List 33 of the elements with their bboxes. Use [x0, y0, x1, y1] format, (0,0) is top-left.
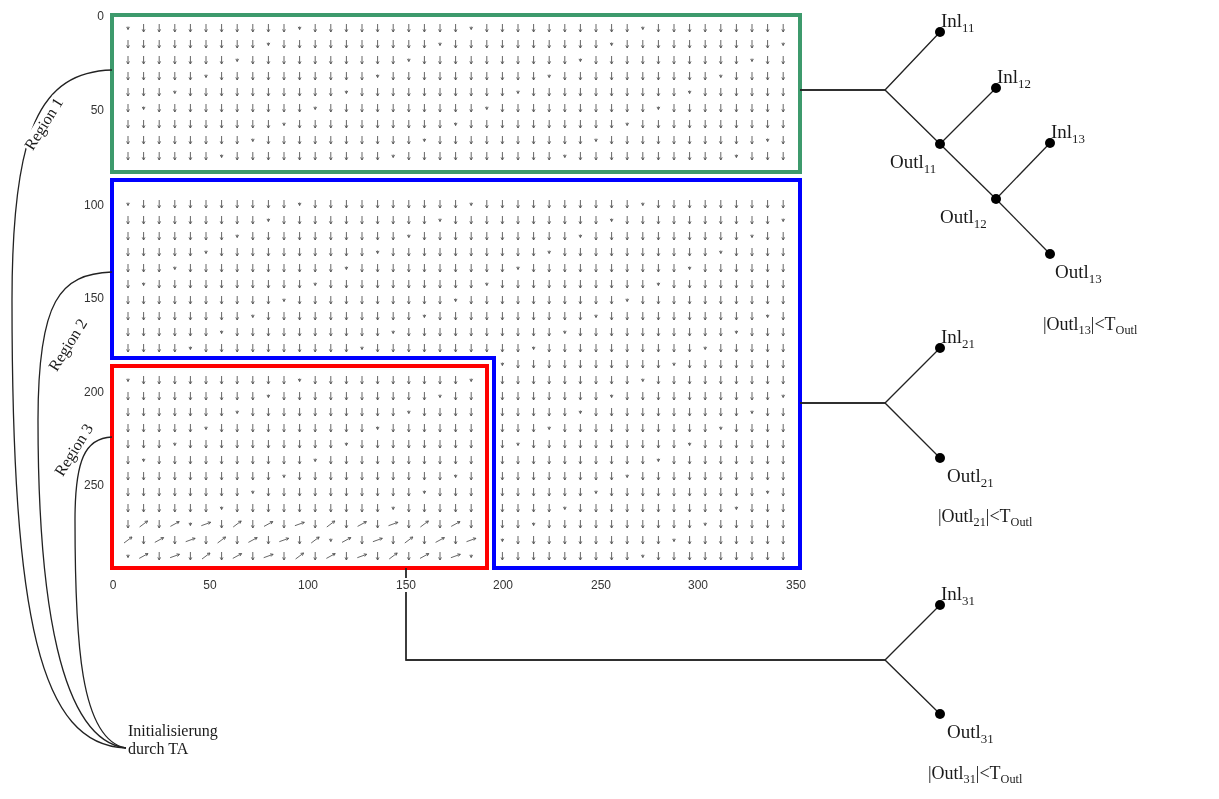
outlier-label: Outl$_{13}$ — [1055, 261, 1102, 283]
threshold-condition: |Outl$_{13}$|<T$_{Outl}$ — [1043, 313, 1138, 335]
leader-curve — [74, 436, 127, 749]
axis-tick-label: 0 — [109, 578, 117, 592]
axis-tick-label: 250 — [591, 578, 611, 592]
inlier-label: Inl$_{13}$ — [1051, 121, 1085, 143]
outlier-label: Outl$_{12}$ — [940, 206, 987, 228]
axis-tick-label: 100 — [298, 578, 318, 592]
axis-tick-label: 350 — [786, 578, 806, 592]
threshold-condition: |Outl$_{31}$|<T$_{Outl}$ — [928, 762, 1023, 784]
axis-tick-label: 150 — [83, 291, 104, 305]
axis-tick-label: 150 — [396, 578, 416, 592]
axis-tick-label: 200 — [493, 578, 513, 592]
outlier-label: Outl$_{11}$ — [890, 151, 937, 173]
outlier-label: Outl$_{31}$ — [947, 721, 994, 743]
leader-curve — [11, 69, 127, 749]
inlier-label: Inl$_{12}$ — [997, 66, 1031, 88]
region-outline — [112, 366, 487, 568]
axis-tick-label: 200 — [83, 385, 104, 399]
inlier-label: Inl$_{31}$ — [941, 583, 975, 605]
inlier-label: Inl$_{21}$ — [941, 326, 975, 348]
axis-tick-label: 50 — [90, 103, 104, 117]
axis-tick-label: 50 — [203, 578, 217, 592]
initialization-note: Initialisierung durch TA — [128, 722, 240, 758]
axis-tick-label: 250 — [83, 478, 104, 492]
axis-tick-label: 100 — [83, 198, 104, 212]
axis-tick-label: 0 — [97, 9, 104, 23]
outlier-label: Outl$_{21}$ — [947, 465, 994, 487]
threshold-condition: |Outl$_{21}$|<T$_{Outl}$ — [938, 505, 1033, 527]
region-outline — [112, 15, 800, 172]
inlier-label: Inl$_{11}$ — [941, 10, 975, 32]
axis-tick-label: 300 — [688, 578, 708, 592]
region-outline — [112, 180, 800, 568]
